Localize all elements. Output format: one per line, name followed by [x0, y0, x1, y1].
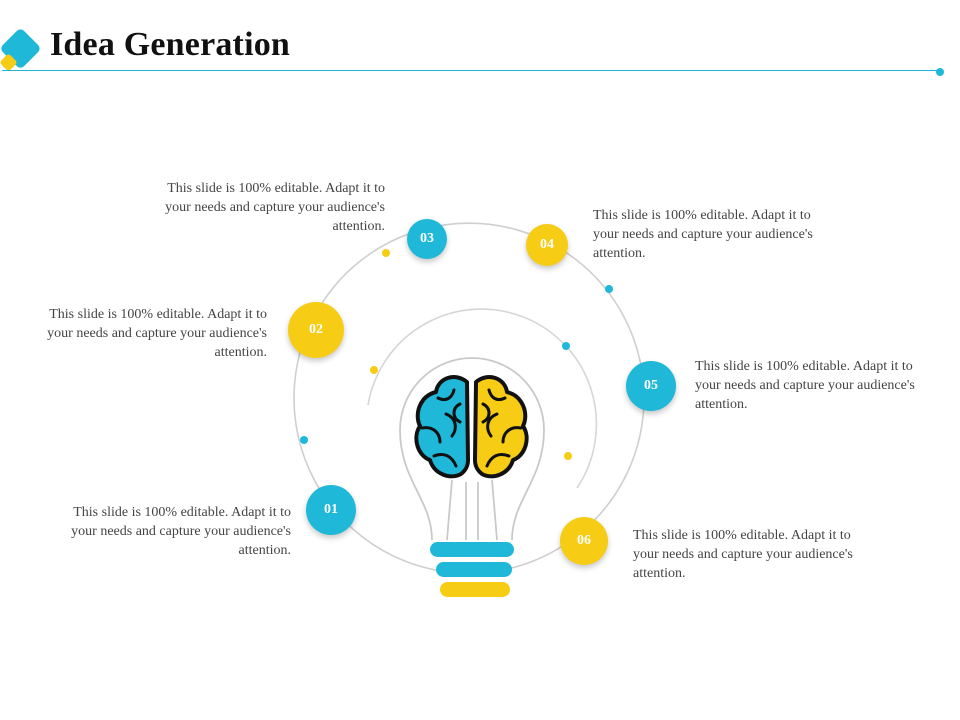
connector-dot [562, 342, 570, 350]
step-node-02: 02 [288, 302, 344, 358]
connector-dot [382, 249, 390, 257]
header-rule [2, 70, 940, 71]
step-node-06: 06 [560, 517, 608, 565]
inner-arc [367, 308, 598, 489]
step-text-02: This slide is 100% editable. Adapt it to… [47, 307, 267, 360]
step-node-03: 03 [407, 219, 447, 259]
page-title: Idea Generation [50, 26, 291, 63]
step-node-05: 05 [626, 361, 676, 411]
step-text-01: This slide is 100% editable. Adapt it to… [71, 505, 291, 558]
step-text-03: This slide is 100% editable. Adapt it to… [165, 181, 385, 234]
step-text-06: This slide is 100% editable. Adapt it to… [633, 528, 853, 581]
connector-dot [370, 366, 378, 374]
brain-icon [414, 375, 529, 479]
step-text-04: This slide is 100% editable. Adapt it to… [593, 208, 813, 261]
connector-dot [300, 436, 308, 444]
connector-dot [564, 452, 572, 460]
bulb-base [430, 542, 514, 597]
header-rule-dot [936, 68, 944, 76]
step-node-01: 01 [306, 485, 356, 535]
diamond-logo-icon [0, 29, 40, 71]
connector-dot [605, 285, 613, 293]
lightbulb-icon [399, 357, 545, 541]
step-node-04: 04 [526, 224, 568, 266]
step-text-05: This slide is 100% editable. Adapt it to… [695, 359, 915, 412]
